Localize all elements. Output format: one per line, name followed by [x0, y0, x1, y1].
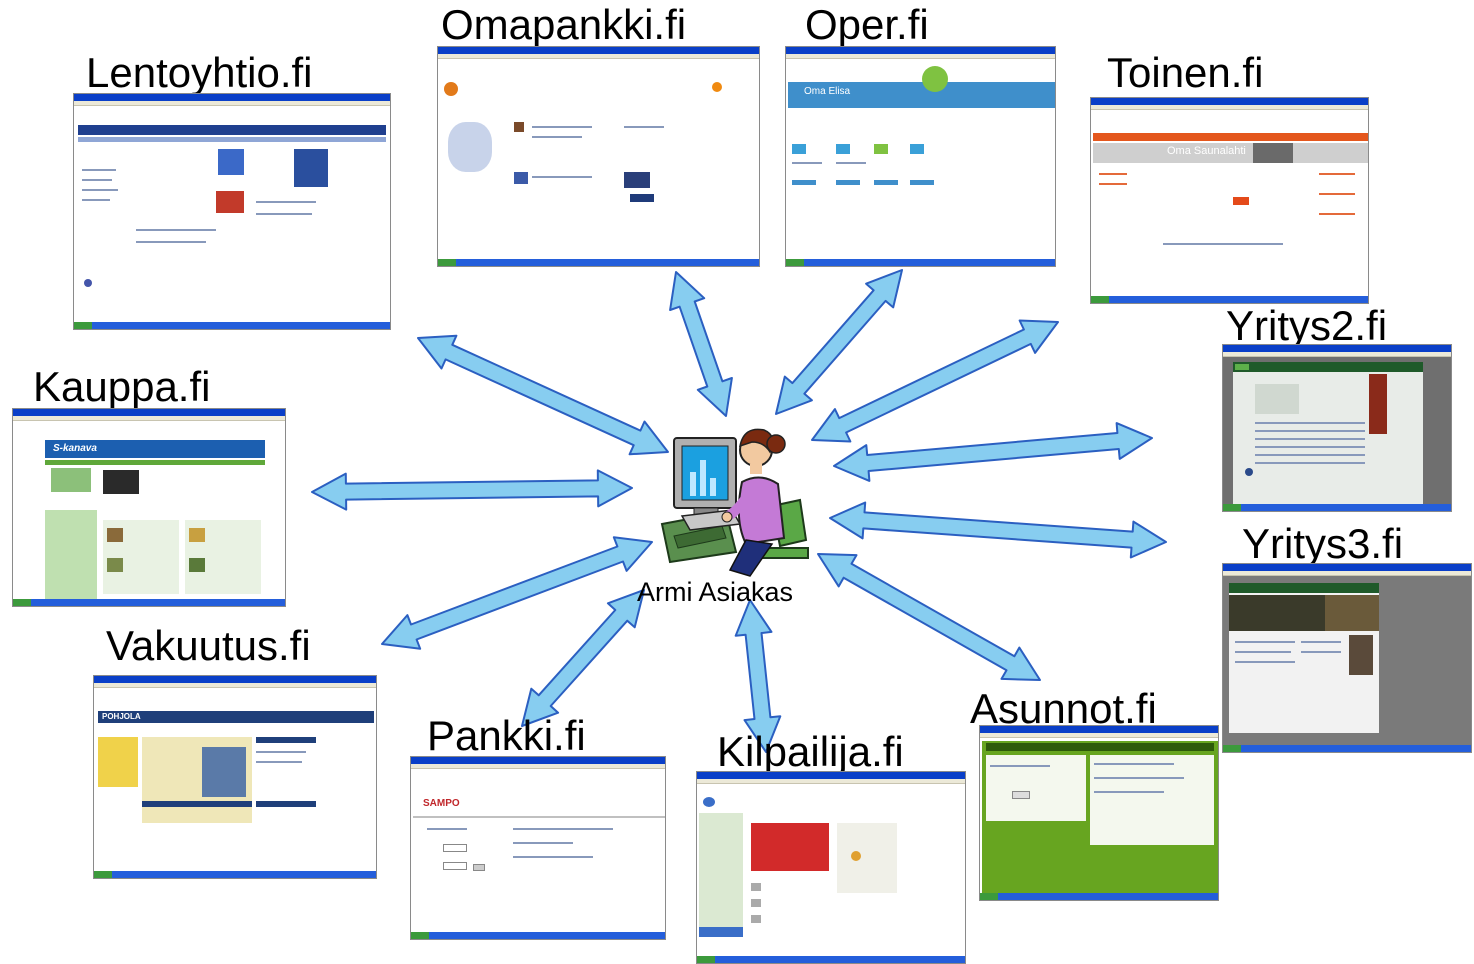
pankki-banner: SAMPO: [423, 798, 460, 809]
arrow-omapankki: [669, 271, 733, 417]
screenshot-lentoyhtio: [73, 93, 391, 330]
label-vakuutus: Vakuutus.fi: [106, 622, 311, 669]
screenshot-pankki: SAMPO: [410, 756, 666, 940]
arrow-toinen: [811, 319, 1059, 443]
arrow-lentoyhtio: [417, 334, 669, 456]
label-yritys3: Yritys3.fi: [1242, 520, 1404, 567]
screenshot-kilpailija: [696, 771, 966, 964]
label-toinen: Toinen.fi: [1107, 49, 1264, 96]
vakuutus-banner: POHJOLA: [102, 712, 141, 721]
arrow-yritys2: [833, 422, 1153, 482]
arrow-kilpailija: [734, 599, 782, 753]
arrow-pankki: [521, 589, 645, 727]
person-at-computer-icon: [660, 428, 809, 577]
screenshot-yritys3: [1222, 563, 1472, 753]
toinen-banner: Oma Saunalahti: [1167, 145, 1246, 157]
screenshot-toinen: Oma Saunalahti: [1090, 97, 1369, 304]
screenshot-asunnot: [979, 725, 1219, 901]
label-omapankki: Omapankki.fi: [441, 1, 687, 48]
center-person-label: Armi Asiakas: [637, 577, 794, 607]
label-yritys2: Yritys2.fi: [1226, 302, 1388, 349]
screenshot-vakuutus: POHJOLA: [93, 675, 377, 879]
label-asunnot: Asunnot.fi: [970, 685, 1157, 732]
kauppa-banner: S-kanava: [53, 443, 97, 454]
label-kauppa: Kauppa.fi: [33, 363, 211, 410]
arrow-vakuutus: [381, 536, 653, 650]
arrow-oper: [775, 269, 903, 415]
label-kilpailija: Kilpailija.fi: [717, 728, 904, 775]
screenshot-oper: Oma Elisa: [785, 46, 1056, 267]
screenshot-omapankki: [437, 46, 760, 267]
label-lentoyhtio: Lentoyhtio.fi: [86, 49, 313, 96]
oper-banner: Oma Elisa: [804, 86, 851, 97]
label-pankki: Pankki.fi: [427, 712, 586, 759]
arrow-asunnot: [817, 553, 1041, 681]
arrow-yritys3: [829, 501, 1167, 559]
label-oper: Oper.fi: [805, 1, 929, 48]
arrow-kauppa: [311, 469, 633, 511]
screenshot-kauppa: S-kanava: [12, 408, 286, 607]
screenshot-yritys2: [1222, 344, 1452, 512]
